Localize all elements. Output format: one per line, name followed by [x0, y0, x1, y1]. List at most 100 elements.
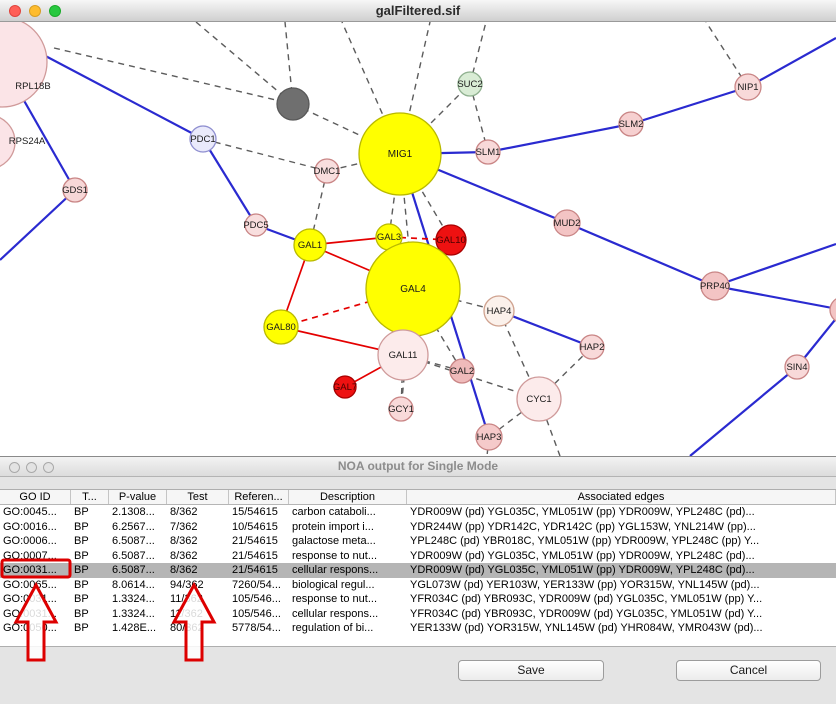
table-cell: BP	[74, 506, 89, 518]
table-cell: BP	[74, 578, 89, 591]
zoom-button[interactable]	[49, 5, 61, 17]
cancel-button[interactable]: Cancel	[676, 660, 821, 681]
graph-node-label-gal7: GAL7	[333, 382, 357, 393]
graph-node-hap4[interactable]	[483, 295, 515, 327]
table-cell: BP	[74, 549, 89, 562]
table-cell: cellular respons...	[292, 564, 379, 576]
graph-node-gcy1[interactable]	[388, 396, 414, 422]
table-cell: 8/362	[170, 564, 198, 576]
table-cell: 11/362	[170, 607, 203, 620]
graph-edge[interactable]	[487, 122, 632, 154]
graph-node-pdc1[interactable]	[189, 125, 217, 153]
graph-node-mig1[interactable]	[358, 112, 442, 196]
graph-edge[interactable]	[566, 221, 716, 288]
graph-node-pdc5[interactable]	[244, 213, 268, 237]
window-title: NOA output for Single Mode	[337, 459, 499, 473]
graph-edge[interactable]	[292, 103, 401, 155]
column-header-t[interactable]: T...	[71, 490, 109, 504]
table-cell: regulation of bi...	[292, 622, 374, 634]
graph-node-rpl18b[interactable]	[0, 22, 48, 108]
graph-node-prp40[interactable]	[700, 271, 730, 301]
save-button[interactable]: Save	[458, 660, 604, 681]
graph-node-nip1[interactable]	[734, 73, 762, 101]
table-cell: biological regul...	[292, 578, 375, 591]
column-header-test[interactable]: Test	[167, 490, 229, 504]
table-cell: 1.428E...	[112, 622, 157, 634]
graph-edge[interactable]	[714, 284, 836, 310]
graph-node-msn[interactable]	[829, 297, 836, 323]
graph-node-suc2[interactable]	[457, 71, 483, 97]
column-header-description[interactable]: Description	[289, 490, 407, 504]
graph-edge[interactable]	[53, 47, 294, 105]
graph-node-dmc1[interactable]	[314, 158, 340, 184]
graph-edge[interactable]	[747, 37, 836, 88]
table-cell: 7260/54...	[232, 578, 281, 591]
graph-node-gds1[interactable]	[62, 177, 88, 203]
graph-node-cyc1[interactable]	[516, 376, 562, 422]
table-cell: 1.3324...	[112, 607, 155, 620]
table-cell: BP	[74, 564, 89, 576]
graph-node-hap3[interactable]	[475, 423, 503, 451]
graph-node-gal1[interactable]	[293, 228, 327, 262]
graph-edge[interactable]	[498, 309, 593, 349]
graph-node-gal7[interactable]	[333, 375, 357, 399]
graph-node-label-gal3: GAL3	[377, 232, 401, 243]
graph-node-dark[interactable]	[276, 87, 310, 121]
graph-edge[interactable]	[202, 138, 328, 172]
close-button[interactable]	[9, 462, 20, 473]
graph-edge[interactable]	[309, 170, 328, 246]
graph-edge[interactable]	[689, 366, 798, 456]
column-header-associated-edges[interactable]: Associated edges	[407, 490, 836, 504]
graph-edge[interactable]	[630, 85, 749, 126]
graph-node-gal2[interactable]	[449, 358, 475, 384]
graph-edge[interactable]	[0, 189, 76, 261]
graph-node-label-mud2: MUD2	[554, 218, 581, 229]
graph-node-sin4[interactable]	[784, 354, 810, 380]
network-canvas[interactable]: RPL18BRPS24AGDS1PDC1DMC1MIG1SUC2SLM1SLM2…	[0, 22, 836, 456]
graph-node-slm2[interactable]	[618, 111, 644, 137]
table-cell: 94/362	[170, 578, 204, 591]
table-cell: 5778/54...	[232, 622, 281, 634]
column-header-referen[interactable]: Referen...	[229, 490, 289, 504]
table-cell: YFR034C (pd) YBR093C, YDR009W (pd) YGL03…	[410, 593, 763, 605]
graph-edge[interactable]	[195, 22, 294, 105]
graph-node-gal10[interactable]	[435, 224, 467, 256]
graph-node-mud2[interactable]	[553, 209, 581, 237]
table-cell: 6.5087...	[112, 564, 155, 576]
table-cell: 21/54615	[232, 535, 278, 547]
close-button[interactable]	[9, 5, 21, 17]
graph-node-gal80[interactable]	[263, 309, 299, 345]
table-cell: 8/362	[170, 535, 198, 547]
graph-node-gal11[interactable]	[377, 329, 429, 381]
graph-node-label-slm1: SLM1	[476, 147, 501, 158]
table-cell: GO:0031...	[3, 607, 57, 620]
zoom-button[interactable]	[43, 462, 54, 473]
table-cell: GO:0006...	[3, 535, 57, 547]
graph-node-hap2[interactable]	[579, 334, 605, 360]
graph-node-label-gal1: GAL1	[298, 240, 322, 251]
graph-node-label-gal4: GAL4	[400, 284, 426, 295]
graph-node-slm1[interactable]	[475, 139, 501, 165]
network-window-titlebar[interactable]: galFiltered.sif	[0, 0, 836, 22]
minimize-button[interactable]	[29, 5, 41, 17]
minimize-button[interactable]	[26, 462, 37, 473]
graph-node-label-slm2: SLM2	[619, 119, 644, 130]
graph-edge[interactable]	[714, 242, 836, 288]
table-cell: YGL073W (pd) YER103W, YER133W (pp) YOR31…	[410, 578, 760, 591]
noa-window-titlebar[interactable]: NOA output for Single Mode	[0, 457, 836, 477]
graph-node-label-dmc1: DMC1	[314, 166, 341, 177]
graph-node-rps24a[interactable]	[0, 115, 16, 169]
graph-edge[interactable]	[202, 138, 257, 226]
column-header-p-value[interactable]: P-value	[109, 490, 167, 504]
column-header-go-id[interactable]: GO ID	[0, 490, 71, 504]
